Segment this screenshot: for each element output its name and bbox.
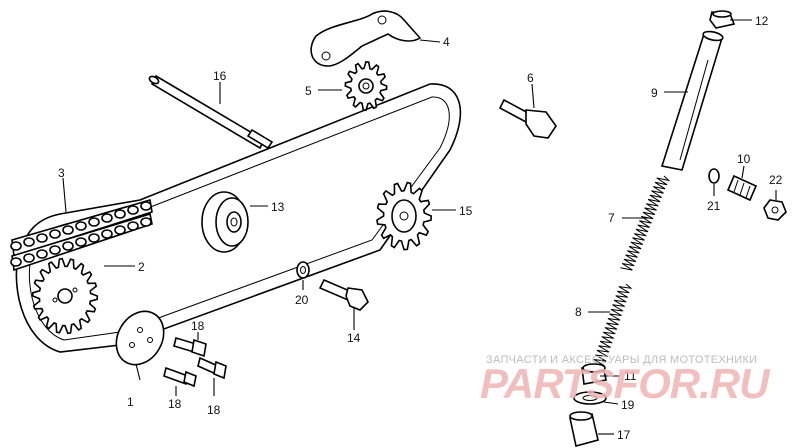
chain-roller bbox=[101, 213, 113, 223]
chain-roller bbox=[88, 217, 100, 227]
callout-18-left: 18 bbox=[168, 397, 182, 411]
push-rod-cap bbox=[709, 10, 736, 29]
tensioner-bracket bbox=[310, 10, 422, 67]
sprocket-flange-plate bbox=[115, 310, 165, 366]
callout-4: 4 bbox=[443, 35, 450, 49]
callout-20: 20 bbox=[295, 293, 309, 307]
chain-roller bbox=[127, 221, 139, 231]
leader-lines bbox=[62, 19, 777, 435]
tensioner-spring-inner bbox=[592, 283, 633, 367]
chain-roller bbox=[36, 249, 48, 259]
watermark-caption: ЗАПЧАСТИ И АКСЕССУАРЫ ДЛЯ МОТОТЕХНИКИ bbox=[486, 354, 758, 366]
watermark-logo: PARTSFOR.RU bbox=[480, 360, 769, 407]
chain-roller bbox=[36, 233, 48, 243]
chain-roller bbox=[62, 241, 74, 251]
chain-roller bbox=[101, 229, 113, 239]
callout-16: 16 bbox=[213, 69, 227, 83]
chain-roller bbox=[114, 225, 126, 235]
guide-roller bbox=[201, 191, 249, 253]
spring-seat-bolt bbox=[581, 363, 607, 385]
callout-10: 10 bbox=[737, 152, 751, 166]
chain-roller bbox=[23, 253, 35, 263]
callout-7: 7 bbox=[608, 211, 615, 225]
callout-2: 2 bbox=[138, 260, 145, 274]
cam-chain-links bbox=[10, 198, 153, 272]
callout-14: 14 bbox=[347, 331, 361, 345]
cam-sprocket bbox=[31, 257, 99, 335]
sealing-bolt bbox=[569, 411, 599, 447]
chain-roller bbox=[49, 245, 61, 255]
washer bbox=[296, 261, 310, 279]
chain-roller bbox=[140, 217, 152, 227]
callout-11: 11 bbox=[624, 369, 637, 383]
pivot-bolt bbox=[318, 278, 369, 311]
callout-9: 9 bbox=[651, 86, 658, 100]
callout-17: 17 bbox=[617, 428, 631, 442]
chain-roller bbox=[140, 201, 152, 211]
sealing-washer bbox=[573, 391, 607, 405]
chain-roller bbox=[75, 237, 87, 247]
chain-roller bbox=[49, 229, 61, 239]
tensioner-shaft bbox=[148, 74, 274, 150]
sprocket-bolt-c bbox=[197, 356, 227, 380]
callout-18-right: 18 bbox=[207, 403, 221, 417]
callout-12: 12 bbox=[755, 14, 769, 28]
o-ring bbox=[708, 168, 720, 184]
callout-1: 1 bbox=[127, 395, 134, 409]
callout-21: 21 bbox=[707, 199, 721, 213]
callout-15: 15 bbox=[459, 204, 473, 218]
chain-roller bbox=[75, 221, 87, 231]
callout-18-top: 18 bbox=[191, 319, 205, 333]
callout-13: 13 bbox=[271, 200, 285, 214]
callout-labels: 3 2 1 4 5 6 7 8 9 10 11 12 13 14 15 16 1… bbox=[58, 14, 783, 442]
idler-sprocket-small bbox=[344, 60, 388, 112]
adjuster-stud bbox=[726, 174, 758, 202]
callout-8: 8 bbox=[575, 305, 582, 319]
callout-5: 5 bbox=[305, 84, 312, 98]
chain-roller bbox=[88, 233, 100, 243]
sprocket-bolt-a bbox=[173, 336, 207, 358]
tensioner-sprocket bbox=[376, 181, 433, 251]
sprocket-bolt-b bbox=[163, 366, 197, 388]
callout-6: 6 bbox=[527, 71, 534, 85]
tensioner-bolt bbox=[498, 98, 557, 139]
tensioner-spring-outer bbox=[620, 175, 671, 271]
chain-roller bbox=[127, 205, 139, 215]
tensioner-push-rod bbox=[660, 30, 724, 171]
chain-roller bbox=[10, 241, 22, 251]
callout-19: 19 bbox=[621, 398, 635, 412]
chain-roller bbox=[10, 257, 22, 267]
callout-22: 22 bbox=[769, 173, 783, 187]
chain-roller bbox=[23, 237, 35, 247]
chain-roller bbox=[114, 209, 126, 219]
callout-3: 3 bbox=[58, 166, 65, 180]
chain-roller bbox=[62, 225, 74, 235]
lock-nut bbox=[763, 199, 787, 221]
